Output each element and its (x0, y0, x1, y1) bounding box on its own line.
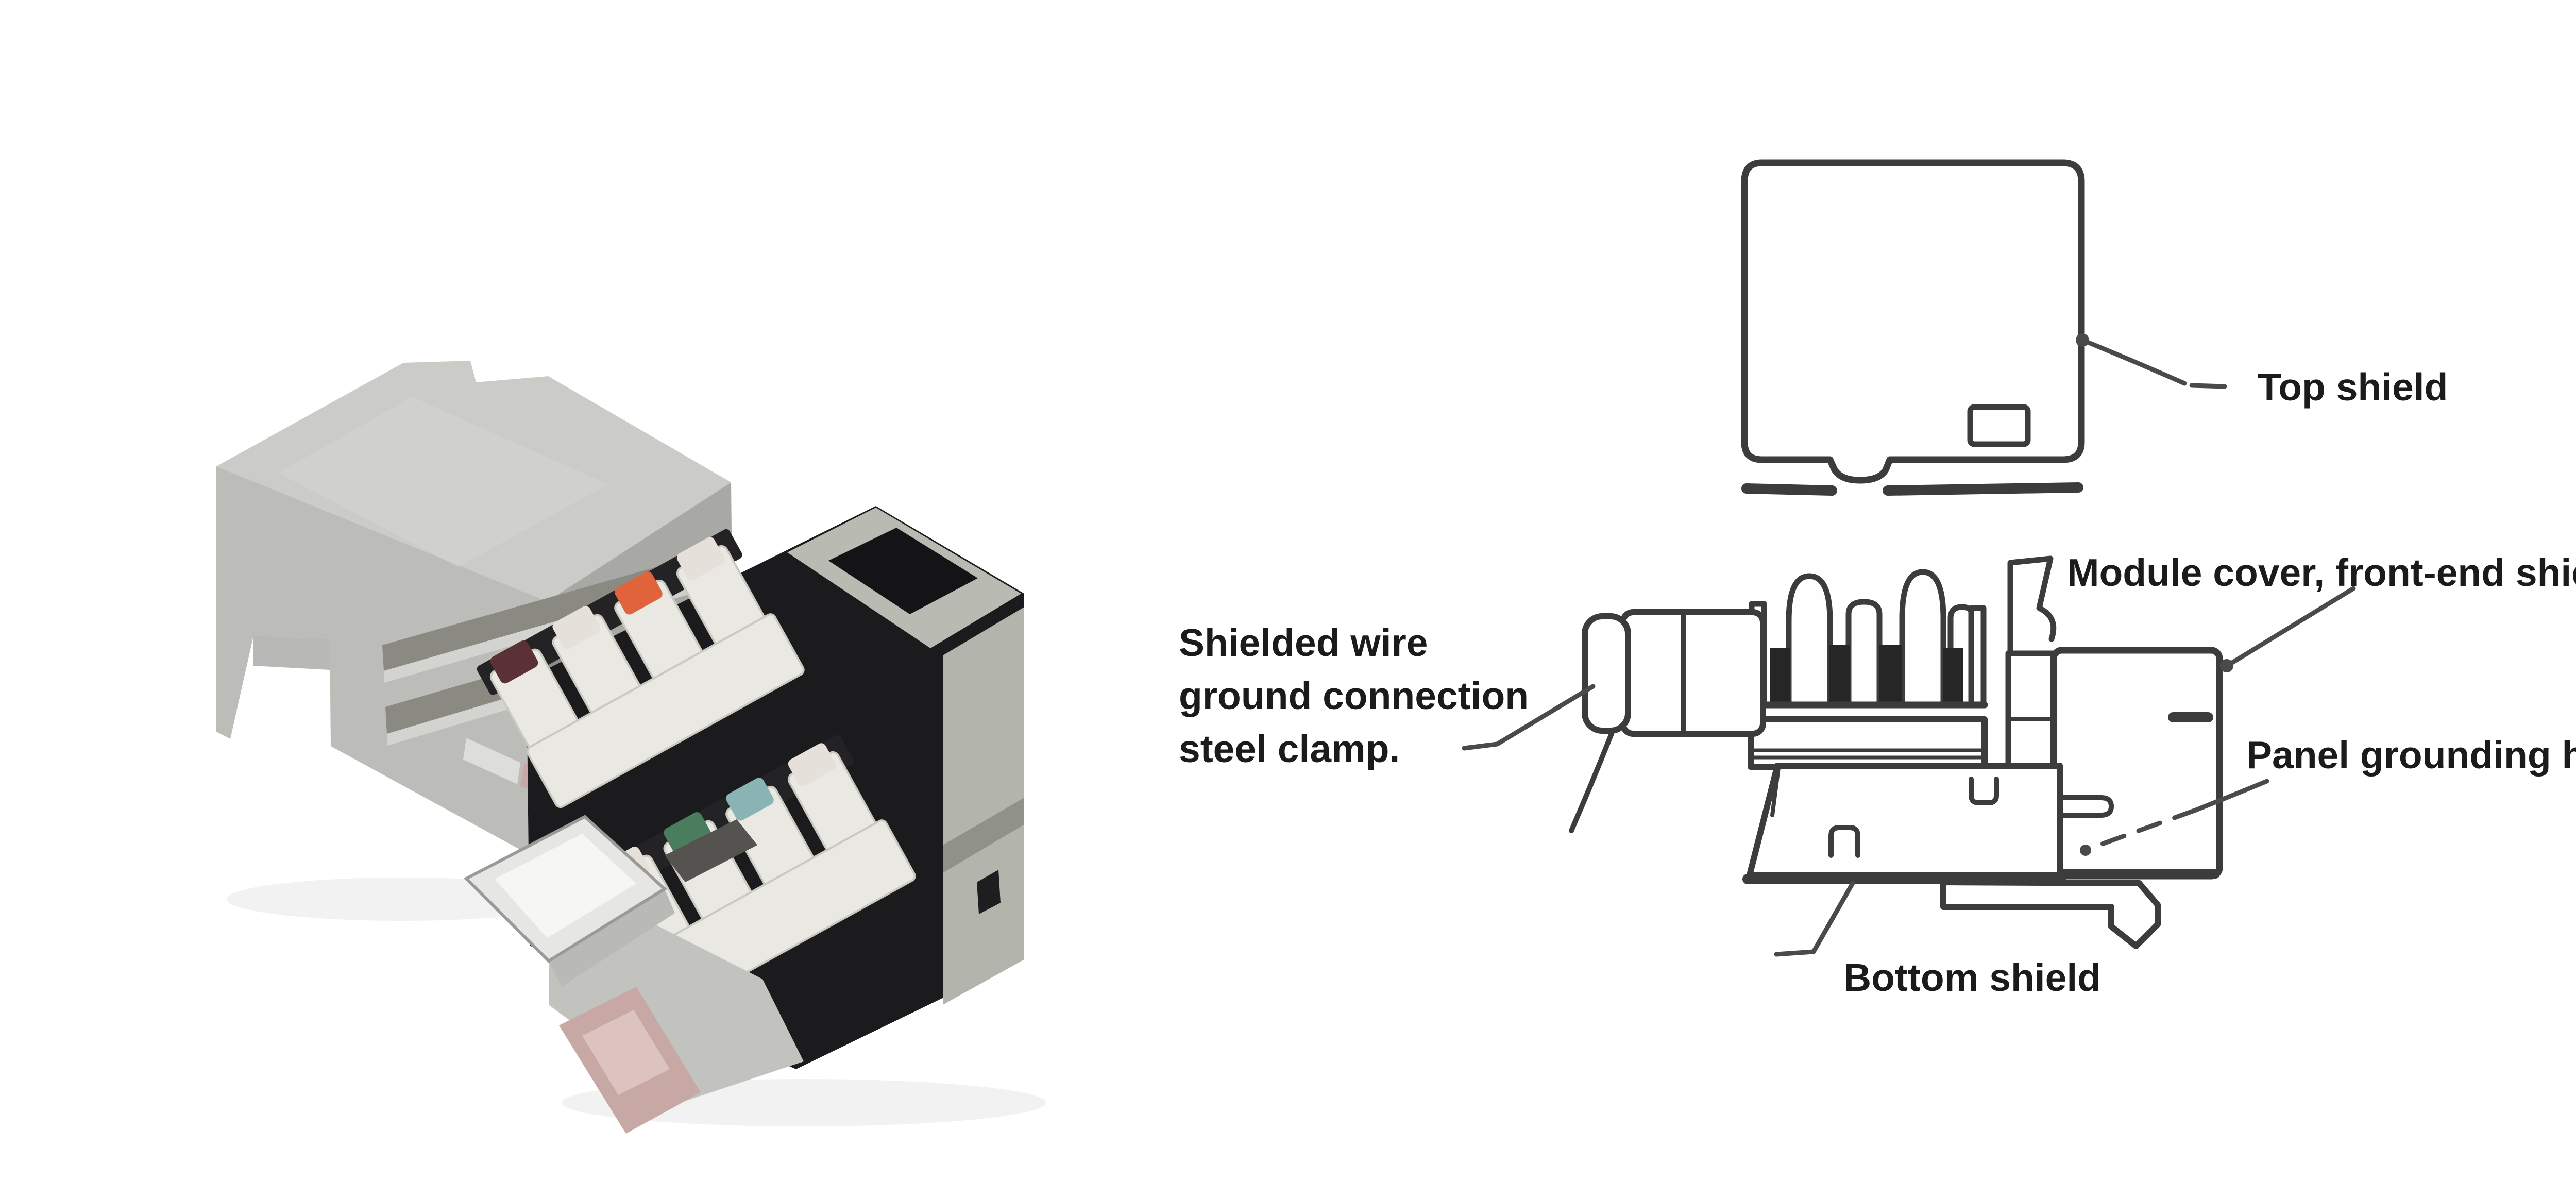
idc-rear-cap-white (552, 606, 601, 649)
label-top-shield: Top shield (2258, 365, 2448, 409)
label-shield-clamp: Shielded wire ground connection steel cl… (1179, 621, 1529, 770)
comb-right-wall (1968, 605, 1987, 708)
idc-slots (1770, 645, 1963, 706)
panel-grounding-tab (2058, 795, 2114, 818)
copper-tab-stripe (582, 1010, 670, 1095)
idc-front-cap-white-2 (788, 743, 836, 786)
bottom-shield-outline (1747, 763, 2063, 878)
product-photo (216, 361, 1046, 1134)
top-shield-window (1967, 404, 2031, 447)
label-bottom-shield: Bottom shield (1843, 956, 2101, 999)
label-module-cover: Module cover, front-end shield (2067, 551, 2576, 594)
cover-top-sheen (278, 397, 608, 567)
module-latch-slot (828, 528, 978, 614)
clamp-body (1620, 609, 1766, 737)
latch-bracket (1940, 879, 2161, 949)
leader-clamp (1495, 684, 1596, 747)
cover-vent-slot-1 (382, 558, 691, 671)
idc-front-cap-teal (726, 778, 774, 821)
leader-panel-solid (2193, 779, 2269, 813)
keystone-module (463, 506, 1024, 1134)
leader-lines (1462, 333, 2356, 957)
shield-flap-shade (549, 889, 675, 987)
leader-module-cover (2226, 586, 2356, 667)
idc-rear-cap-orange (615, 571, 663, 615)
leader-bottom-shield-dash (1774, 949, 1816, 957)
leader-top-shield-dash (2189, 383, 2227, 389)
leader-bottom-shield (1811, 881, 1855, 954)
leader-clamp-dash (1462, 741, 1500, 751)
top-shield-drawing (1741, 159, 2085, 496)
cable-stub (1569, 731, 1614, 833)
idc-slot-2 (1829, 645, 1850, 706)
bottom-shield-u-cutout (1969, 777, 1999, 805)
leader-module-cover-dot (2220, 659, 2233, 672)
clamp-cap (1582, 613, 1631, 734)
bottom-shield-drawing (1742, 763, 2066, 884)
idc-rear-rail (477, 529, 742, 695)
bottom-shield-n-cutout (1828, 825, 1860, 858)
body-band (1748, 716, 1988, 770)
idc-rear-cap-maroon (490, 640, 538, 684)
module-drawing-body (1747, 701, 1988, 770)
top-shield-flange-left (1741, 483, 1837, 496)
front-end-shield-cover (2050, 647, 2223, 880)
cover-connector-edge-light (463, 738, 520, 784)
cover-neck (2005, 650, 2059, 770)
cover-top-clip (2007, 555, 2057, 656)
bottom-shield-inner-line (1770, 766, 1781, 817)
module-shield-side-slot (977, 870, 1001, 914)
shield-flap-highlight (495, 834, 636, 938)
leader-top-shield (2080, 338, 2187, 386)
comb-tower-3 (1899, 569, 1946, 708)
leader-panel-dot (2080, 845, 2091, 856)
top-shield-outline (1741, 159, 2085, 484)
exploded-diagram (1462, 159, 2356, 957)
module-shield-side-band (943, 798, 1024, 873)
cover-cutout-shadow (253, 636, 330, 670)
comb-tower-2 (1845, 599, 1883, 708)
idc-slot-4 (1943, 648, 1963, 706)
top-shield-flange-right (1883, 482, 2083, 496)
steel-clamp-drawing (1582, 609, 1766, 737)
idc-slot-1 (1770, 648, 1790, 706)
idc-slot-3 (1879, 645, 1902, 706)
idc-front-rail (588, 735, 854, 901)
flap-hinge (665, 819, 757, 882)
module-shield-side-face (943, 607, 1024, 1005)
label-panel-grounding: Panel grounding hole (2246, 733, 2576, 777)
idc-rear-base (526, 613, 805, 808)
idc-strip-rear (477, 529, 805, 808)
idc-rear-cap-white-2 (676, 537, 725, 580)
idc-front-cap-green (664, 812, 712, 855)
comb-tower-1 (1786, 573, 1833, 708)
leader-panel-dashed (2085, 807, 2198, 852)
